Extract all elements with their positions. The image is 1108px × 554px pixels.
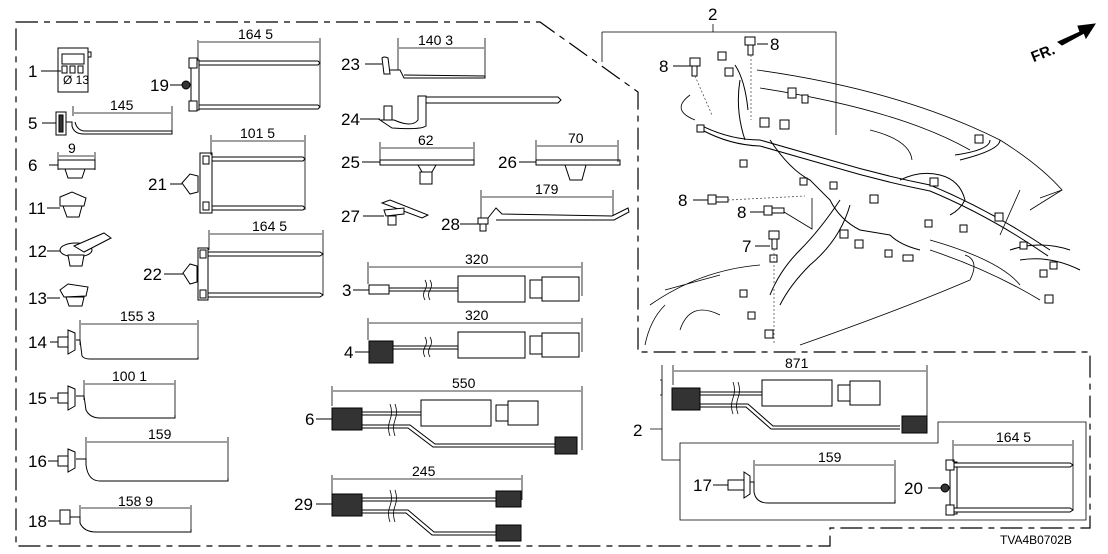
callout-11: 11	[28, 199, 46, 218]
callout-1[interactable]: 1	[28, 62, 37, 81]
dimension-4: 320	[465, 307, 489, 323]
part-13-clip[interactable]	[59, 283, 89, 307]
harness-bracket	[602, 31, 837, 135]
callout-10[interactable]: 6	[28, 156, 37, 175]
callout-20: 20	[904, 479, 923, 498]
diagram-code: TVA4B0702B	[1000, 533, 1072, 547]
callout-15: 15	[28, 389, 47, 408]
front-direction-indicator: FR.	[1029, 23, 1096, 66]
callout-7: 7	[742, 237, 751, 256]
callout-2: 2	[708, 5, 717, 24]
callout-4: 4	[344, 343, 353, 362]
part-1-diameter: Ø 13	[63, 73, 89, 87]
part-21-double-tie[interactable]	[181, 135, 306, 214]
part-1-connector[interactable]: Ø 13	[57, 47, 92, 93]
dimension-19: 164 5	[238, 26, 273, 42]
dimension-21: 101 5	[240, 125, 275, 141]
callout-16: 16	[28, 452, 47, 471]
callout-17: 17	[693, 476, 712, 495]
callout-21: 21	[148, 175, 167, 194]
callout-8-d: 8	[737, 203, 746, 222]
dimension-23: 140 3	[418, 32, 453, 48]
callout-22: 22	[143, 265, 162, 284]
dimension-3: 320	[465, 251, 489, 267]
front-arrow-icon	[1057, 23, 1096, 46]
callout-25: 25	[341, 153, 360, 172]
callout-18: 18	[28, 512, 47, 531]
part-22-double-tie[interactable]	[182, 230, 324, 301]
dimension-15: 100 1	[112, 368, 147, 384]
callout-24: 24	[341, 110, 360, 129]
callout-5: 2	[633, 421, 642, 440]
part-27-clip[interactable]	[380, 199, 430, 226]
dimension-5: 871	[785, 355, 809, 371]
part-11-clip[interactable]	[59, 191, 87, 218]
bolt-8-b[interactable]	[744, 36, 756, 120]
dimension-10: 9	[68, 140, 76, 156]
callout-12: 12	[28, 242, 47, 261]
part-2-main-harness[interactable]	[644, 51, 1081, 346]
part-15-clip-band[interactable]	[57, 380, 176, 419]
part-16-clip-band[interactable]	[57, 437, 229, 482]
callout-26: 26	[498, 153, 517, 172]
dimension-20: 164 5	[996, 429, 1031, 445]
dimension-22: 164 5	[252, 218, 287, 234]
callout-3: 3	[342, 281, 351, 300]
callout-6: 6	[305, 410, 314, 429]
callout-27: 27	[341, 207, 360, 226]
front-label: FR.	[1029, 41, 1058, 66]
callout-8-b: 8	[770, 35, 779, 54]
part-12-clip[interactable]	[59, 232, 112, 267]
part-17-clip-band[interactable]	[727, 460, 896, 504]
part-23-clip-tie[interactable]	[381, 38, 486, 79]
dimension-29: 245	[412, 463, 436, 479]
dimension-16: 159	[148, 426, 172, 442]
callout-28: 28	[441, 215, 460, 234]
part-26-clip[interactable]	[535, 140, 621, 181]
callout-23: 23	[341, 55, 360, 74]
part-9-clip-band[interactable]	[55, 106, 173, 136]
group-border-main	[15, 21, 1091, 547]
part-6-sub-harness[interactable]	[331, 386, 583, 455]
callout-14: 14	[28, 333, 47, 352]
callout-8-c: 8	[678, 191, 687, 210]
dimension-6: 550	[452, 375, 476, 391]
callout-19: 19	[150, 76, 169, 95]
dimension-9: 145	[110, 97, 134, 113]
part-18-clip-band[interactable]	[59, 505, 192, 533]
part-3-sub-harness[interactable]	[367, 262, 583, 303]
callout-9[interactable]: 5	[28, 114, 37, 133]
dimension-25: 62	[418, 132, 434, 148]
part-10-clip[interactable]	[57, 152, 96, 179]
dimension-18: 158 9	[118, 493, 153, 509]
part-19-double-tie[interactable]	[181, 38, 321, 112]
part-14-clip-band[interactable]	[57, 320, 199, 360]
part-28-clip-tie[interactable]	[477, 190, 630, 232]
bolt-8-a[interactable]	[689, 57, 713, 116]
dimension-26: 70	[568, 130, 584, 146]
bolt-7[interactable]	[768, 230, 780, 343]
part-24-cable-tie-clip[interactable]	[378, 95, 562, 130]
part-29-sub-harness[interactable]	[331, 475, 523, 542]
callout-29: 29	[294, 495, 313, 514]
part-20-double-tie[interactable]	[940, 440, 1074, 516]
part-25-clip[interactable]	[379, 142, 475, 185]
bolt-8-c[interactable]	[707, 194, 806, 205]
dimension-28: 179	[535, 181, 559, 197]
dimension-17: 159	[818, 449, 842, 465]
dimension-14: 155 3	[120, 308, 155, 324]
bolt-8-d[interactable]	[763, 198, 813, 230]
callout-8-a: 8	[659, 57, 668, 76]
callout-13: 13	[28, 289, 47, 308]
part-5-sub-harness[interactable]	[671, 365, 928, 434]
part-4-sub-harness[interactable]	[367, 318, 583, 364]
